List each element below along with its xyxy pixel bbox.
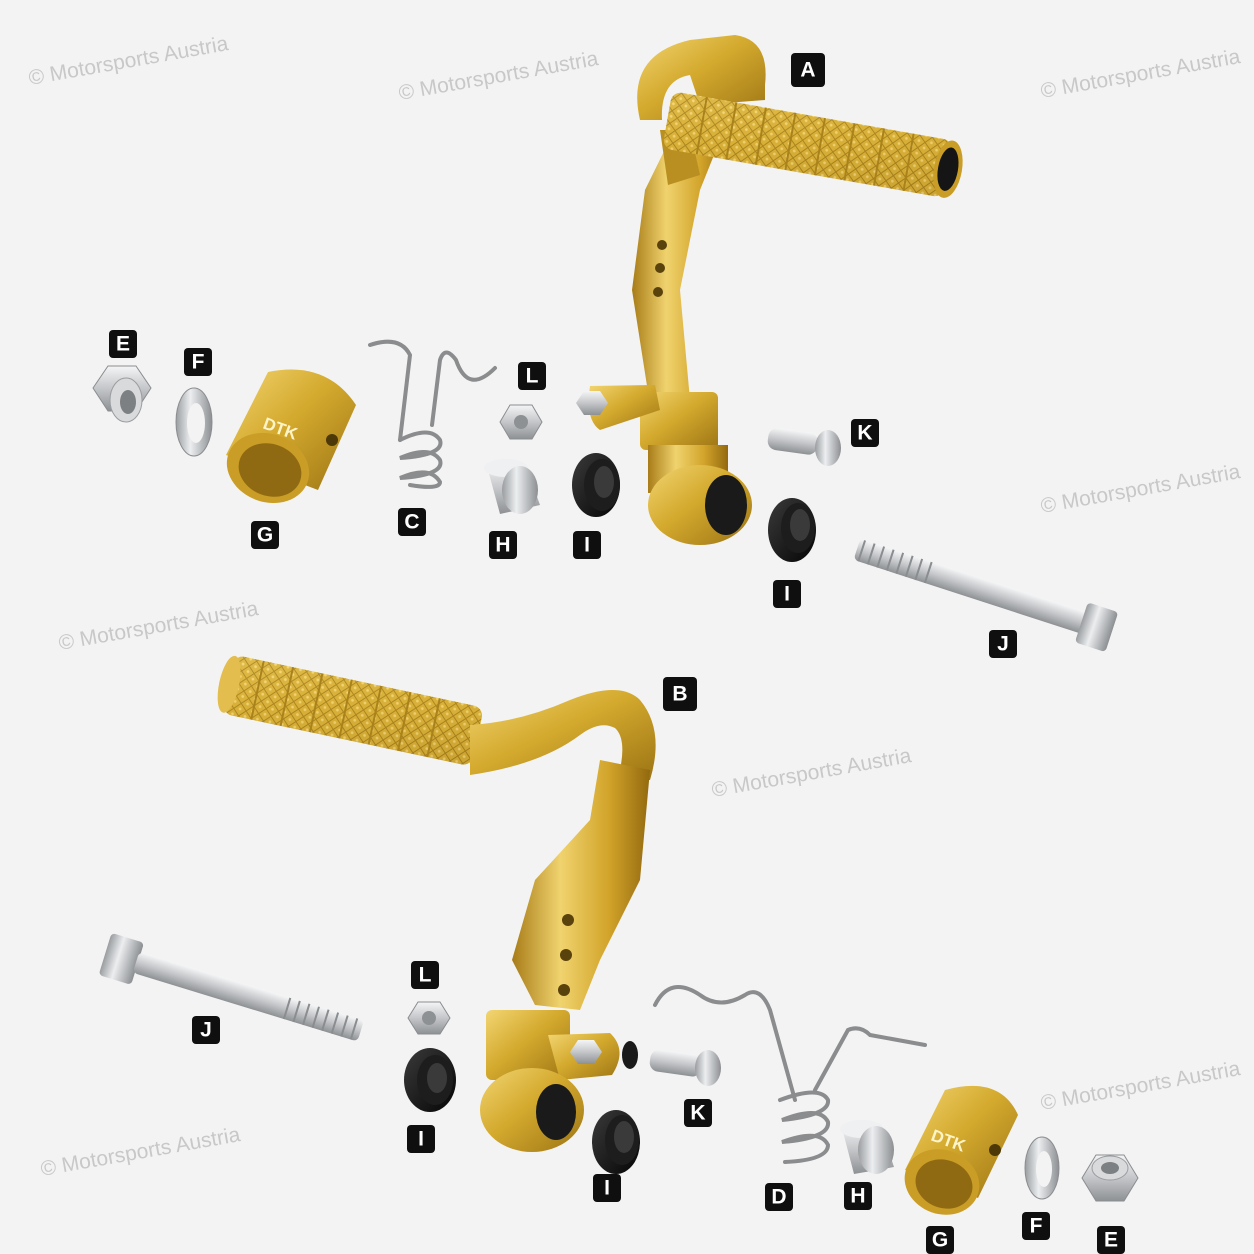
label-l: L bbox=[518, 362, 546, 390]
svg-text:G: G bbox=[257, 524, 273, 547]
part-k-pin bbox=[649, 1049, 721, 1086]
svg-text:K: K bbox=[857, 422, 872, 445]
svg-text:E: E bbox=[116, 333, 130, 356]
label-a: A bbox=[791, 53, 825, 87]
svg-text:G: G bbox=[932, 1229, 948, 1252]
part-c-spring bbox=[368, 339, 497, 489]
lever-b bbox=[217, 655, 656, 1152]
label-g: G bbox=[926, 1226, 954, 1254]
watermark: © Motorsports Austria bbox=[39, 1123, 242, 1181]
watermark: © Motorsports Austria bbox=[1039, 460, 1242, 518]
watermark: © Motorsports Austria bbox=[1039, 1057, 1242, 1115]
label-e: E bbox=[1097, 1226, 1125, 1254]
label-c: C bbox=[398, 508, 426, 536]
svg-text:F: F bbox=[1030, 1215, 1043, 1238]
part-labels: A B C D E E F F G G H H I I I I J J K K … bbox=[109, 53, 1125, 1254]
svg-text:K: K bbox=[690, 1102, 705, 1125]
svg-text:I: I bbox=[784, 583, 790, 606]
label-f: F bbox=[1022, 1212, 1050, 1240]
part-l-nut bbox=[407, 1001, 451, 1035]
svg-text:H: H bbox=[495, 534, 510, 557]
svg-text:E: E bbox=[1104, 1229, 1118, 1252]
part-i-bushing bbox=[572, 453, 620, 517]
svg-text:B: B bbox=[672, 683, 687, 706]
part-i-bushing bbox=[592, 1110, 640, 1174]
part-e-lock-nut bbox=[1081, 1154, 1139, 1202]
svg-text:L: L bbox=[419, 964, 432, 987]
part-j-bolt bbox=[99, 933, 363, 1041]
label-i: I bbox=[407, 1125, 435, 1153]
svg-text:D: D bbox=[771, 1186, 786, 1209]
part-j-bolt bbox=[854, 540, 1118, 652]
lever-a-assembly: DTK bbox=[92, 35, 1118, 652]
label-i: I bbox=[573, 531, 601, 559]
part-i-bushing bbox=[768, 498, 816, 562]
label-i: I bbox=[773, 580, 801, 608]
label-k: K bbox=[851, 419, 879, 447]
part-f-washer bbox=[175, 387, 213, 457]
part-h-spacer bbox=[840, 1120, 894, 1174]
label-l: L bbox=[411, 961, 439, 989]
svg-text:J: J bbox=[200, 1019, 212, 1042]
lever-b-assembly: DTK bbox=[99, 655, 1139, 1215]
watermark: © Motorsports Austria bbox=[710, 744, 913, 802]
part-i-bushing bbox=[404, 1048, 456, 1112]
part-e-lock-nut bbox=[92, 365, 152, 423]
watermark: © Motorsports Austria bbox=[1039, 45, 1242, 103]
part-d-spring bbox=[653, 985, 927, 1164]
label-k: K bbox=[684, 1099, 712, 1127]
svg-text:I: I bbox=[418, 1128, 424, 1151]
part-f-washer bbox=[1024, 1136, 1060, 1200]
label-b: B bbox=[663, 677, 697, 711]
lever-a bbox=[576, 35, 963, 545]
label-j: J bbox=[989, 630, 1017, 658]
watermark: © Motorsports Austria bbox=[57, 597, 260, 655]
svg-text:J: J bbox=[997, 633, 1009, 656]
watermark: © Motorsports Austria bbox=[27, 32, 230, 90]
svg-text:I: I bbox=[604, 1177, 610, 1200]
svg-text:L: L bbox=[526, 365, 539, 388]
svg-text:A: A bbox=[800, 59, 815, 82]
svg-text:C: C bbox=[404, 511, 419, 534]
label-f: F bbox=[184, 348, 212, 376]
part-l-nut bbox=[499, 404, 543, 440]
part-k-pin bbox=[767, 428, 841, 466]
watermark: © Motorsports Austria bbox=[397, 47, 600, 105]
label-h: H bbox=[844, 1182, 872, 1210]
svg-text:H: H bbox=[850, 1185, 865, 1208]
part-g-cap: DTK bbox=[226, 369, 356, 504]
svg-text:F: F bbox=[192, 351, 205, 374]
label-j: J bbox=[192, 1016, 220, 1044]
part-h-spacer bbox=[484, 459, 540, 514]
label-i: I bbox=[593, 1174, 621, 1202]
part-g-cap: DTK bbox=[904, 1085, 1018, 1215]
label-e: E bbox=[109, 330, 137, 358]
label-h: H bbox=[489, 531, 517, 559]
label-d: D bbox=[765, 1183, 793, 1211]
svg-text:I: I bbox=[584, 534, 590, 557]
label-g: G bbox=[251, 521, 279, 549]
